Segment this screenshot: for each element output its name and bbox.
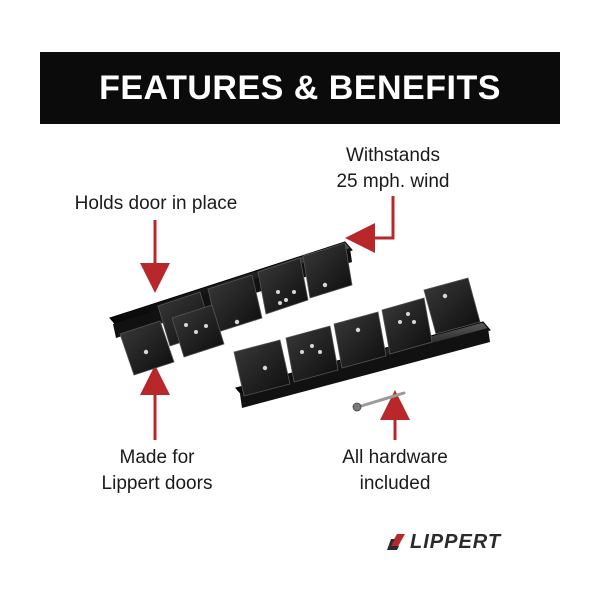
callout-hardware: All hardware included [320,445,470,497]
callout-holds-door: Holds door in place [56,191,256,217]
callout-hardware-line-1: All hardware [342,447,448,468]
logo-text: LIPPERT [410,530,502,553]
hinge-right [233,277,491,408]
callout-wind-line-2: 25 mph. wind [336,171,450,192]
features-banner: FEATURES & BENEFITS [40,52,560,124]
callout-wind-rating: Withstands 25 mph. wind [318,143,468,195]
callout-holds-line-1: Holds door in place [74,193,238,214]
callout-made-for: Made for Lippert doors [82,445,232,497]
arrow-wind [345,196,395,253]
callout-made-line-2: Lippert doors [101,473,213,494]
hinge-left [109,241,353,376]
callout-wind-line-1: Withstands [346,145,440,166]
lippert-logo-mark-icon [387,534,405,550]
callout-made-line-1: Made for [119,447,195,468]
banner-title: FEATURES & BENEFITS [99,68,501,107]
brand-logo: LIPPERT [386,530,501,554]
hinge-pin [352,391,406,412]
callout-hardware-line-2: included [359,473,431,494]
